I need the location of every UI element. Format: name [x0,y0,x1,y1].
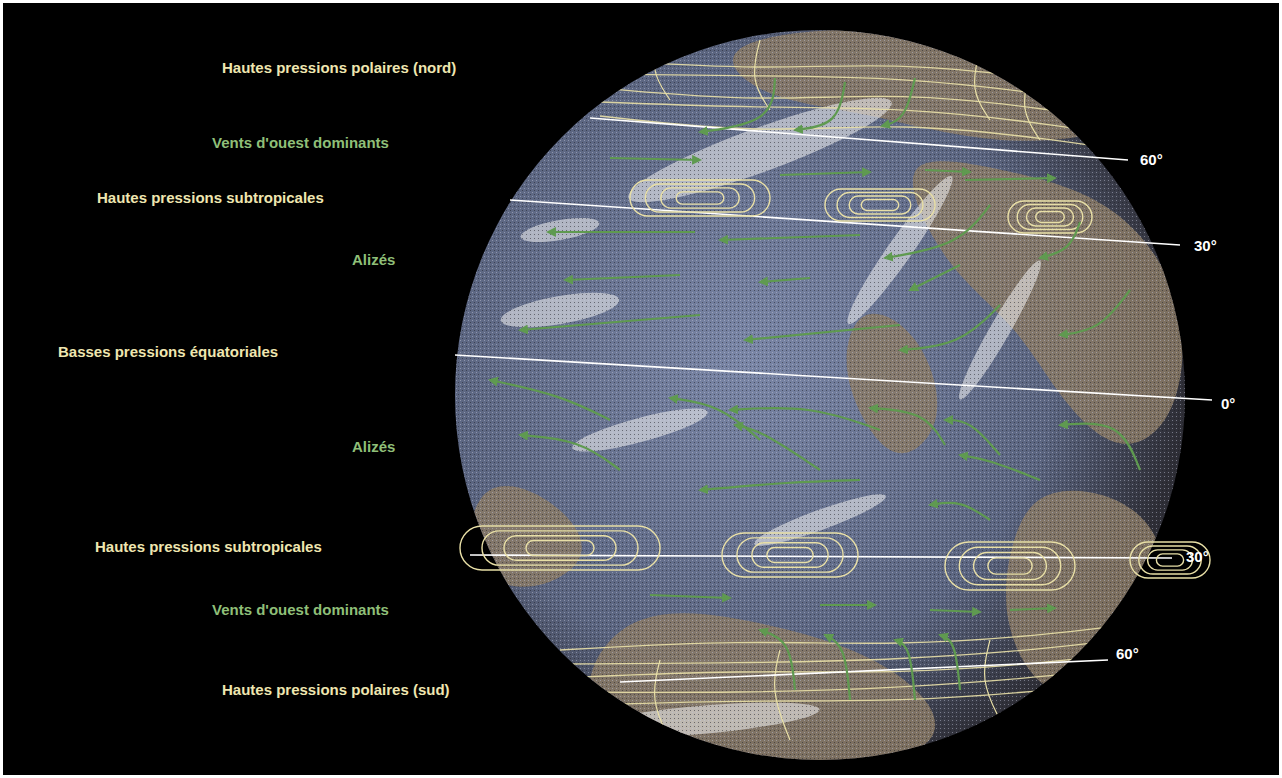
wind-arrow [700,78,775,132]
wind-arrow [882,78,915,126]
wind-arrow [940,635,960,690]
wind-arrow [885,205,990,258]
wind-arrow [720,235,860,240]
wind-arrows [490,78,1140,700]
wind-arrow [1060,423,1140,470]
wind-arrow [1010,608,1055,610]
pressure-label: Hautes pressions subtropicales [95,538,322,556]
wind-arrow [610,158,700,160]
wind-arrow [760,278,810,282]
wind-arrow [730,408,880,430]
wind-label: Alizés [352,251,395,269]
latitude-number: 30° [1194,237,1217,255]
wind-arrow [960,455,1040,480]
wind-arrow [490,380,610,420]
wind-arrow [870,408,945,445]
wind-arrow [565,275,680,280]
wind-arrow [1060,290,1130,335]
latitude-line [620,660,1108,682]
wind-arrow [520,435,620,470]
wind-arrow [930,610,980,612]
latitude-number: 60° [1140,151,1163,169]
wind-arrow [900,305,1000,350]
pressure-label: Basses pressions équatoriales [58,343,278,361]
latitude-number: 30° [1186,548,1209,566]
wind-arrow [820,604,875,606]
wind-label: Alizés [352,438,395,456]
latitude-line [590,118,1128,160]
wind-arrow [670,398,760,440]
wind-arrow [895,640,915,700]
wind-arrow [945,420,1000,455]
wind-arrow [520,315,700,330]
wind-label: Vents d'ouest dominants [212,601,389,619]
pressure-label: Hautes pressions polaires (sud) [222,681,450,699]
wind-arrow [925,170,970,172]
wind-arrow [795,82,845,130]
wind-arrow [735,425,820,470]
globe [455,29,1185,775]
wind-arrow [910,265,960,290]
wind-arrow [930,503,990,520]
wind-arrow [780,172,870,175]
wind-arrow [650,595,730,598]
latitude-number: 0° [1221,395,1235,413]
latitude-line [455,355,1212,400]
wind-arrow [965,178,1055,180]
wind-label: Vents d'ouest dominants [212,134,389,152]
latitude-number: 60° [1116,645,1139,663]
wind-arrow [548,231,695,233]
wind-arrow [760,630,795,690]
pressure-label: Hautes pressions subtropicales [97,189,324,207]
pressure-label: Hautes pressions polaires (nord) [222,59,456,77]
pressure-cells [460,180,1210,590]
wind-arrow [1040,222,1080,258]
wind-arrow [745,325,900,340]
wind-arrow [700,480,860,490]
wind-arrow [825,635,850,700]
